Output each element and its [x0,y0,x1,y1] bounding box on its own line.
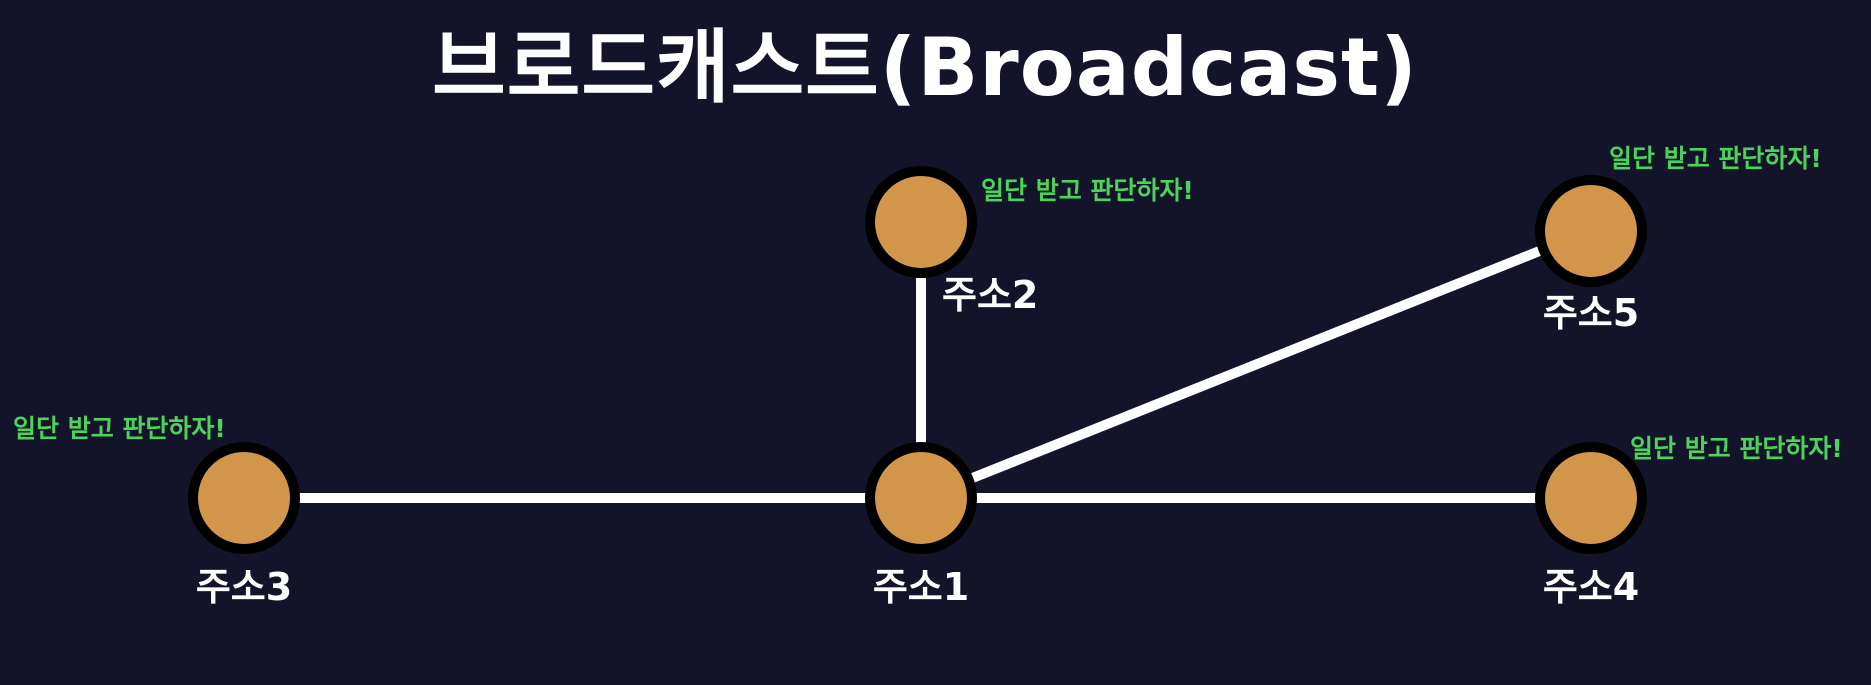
node-addr3: 주소3 일단 받고 판단하자! [13,414,300,609]
node-addr3-note: 일단 받고 판단하자! [13,414,226,443]
node-addr5-label: 주소5 [1543,291,1639,335]
diagram-title: 브로드캐스트(Broadcast) [432,21,1418,114]
node-addr5-circle [1535,175,1647,287]
node-addr2-label: 주소2 [942,273,1038,317]
node-addr3-label: 주소3 [196,565,292,609]
node-addr2: 주소2 일단 받고 판단하자! [865,166,1194,317]
node-addr4: 주소4 일단 받고 판단하자! [1535,434,1843,609]
edge-addr1-addr5 [968,245,1544,484]
node-addr1: 주소1 [865,442,977,609]
node-addr4-note: 일단 받고 판단하자! [1630,434,1843,463]
node-addr5: 주소5 일단 받고 판단하자! [1535,144,1822,335]
node-addr2-circle [865,166,977,278]
node-addr1-circle [865,442,977,554]
node-addr3-circle [188,442,300,554]
node-addr1-label: 주소1 [873,565,969,609]
node-addr5-note: 일단 받고 판단하자! [1609,144,1822,173]
node-addr4-label: 주소4 [1543,565,1639,609]
node-addr4-circle [1535,442,1647,554]
node-addr2-note: 일단 받고 판단하자! [981,176,1194,205]
